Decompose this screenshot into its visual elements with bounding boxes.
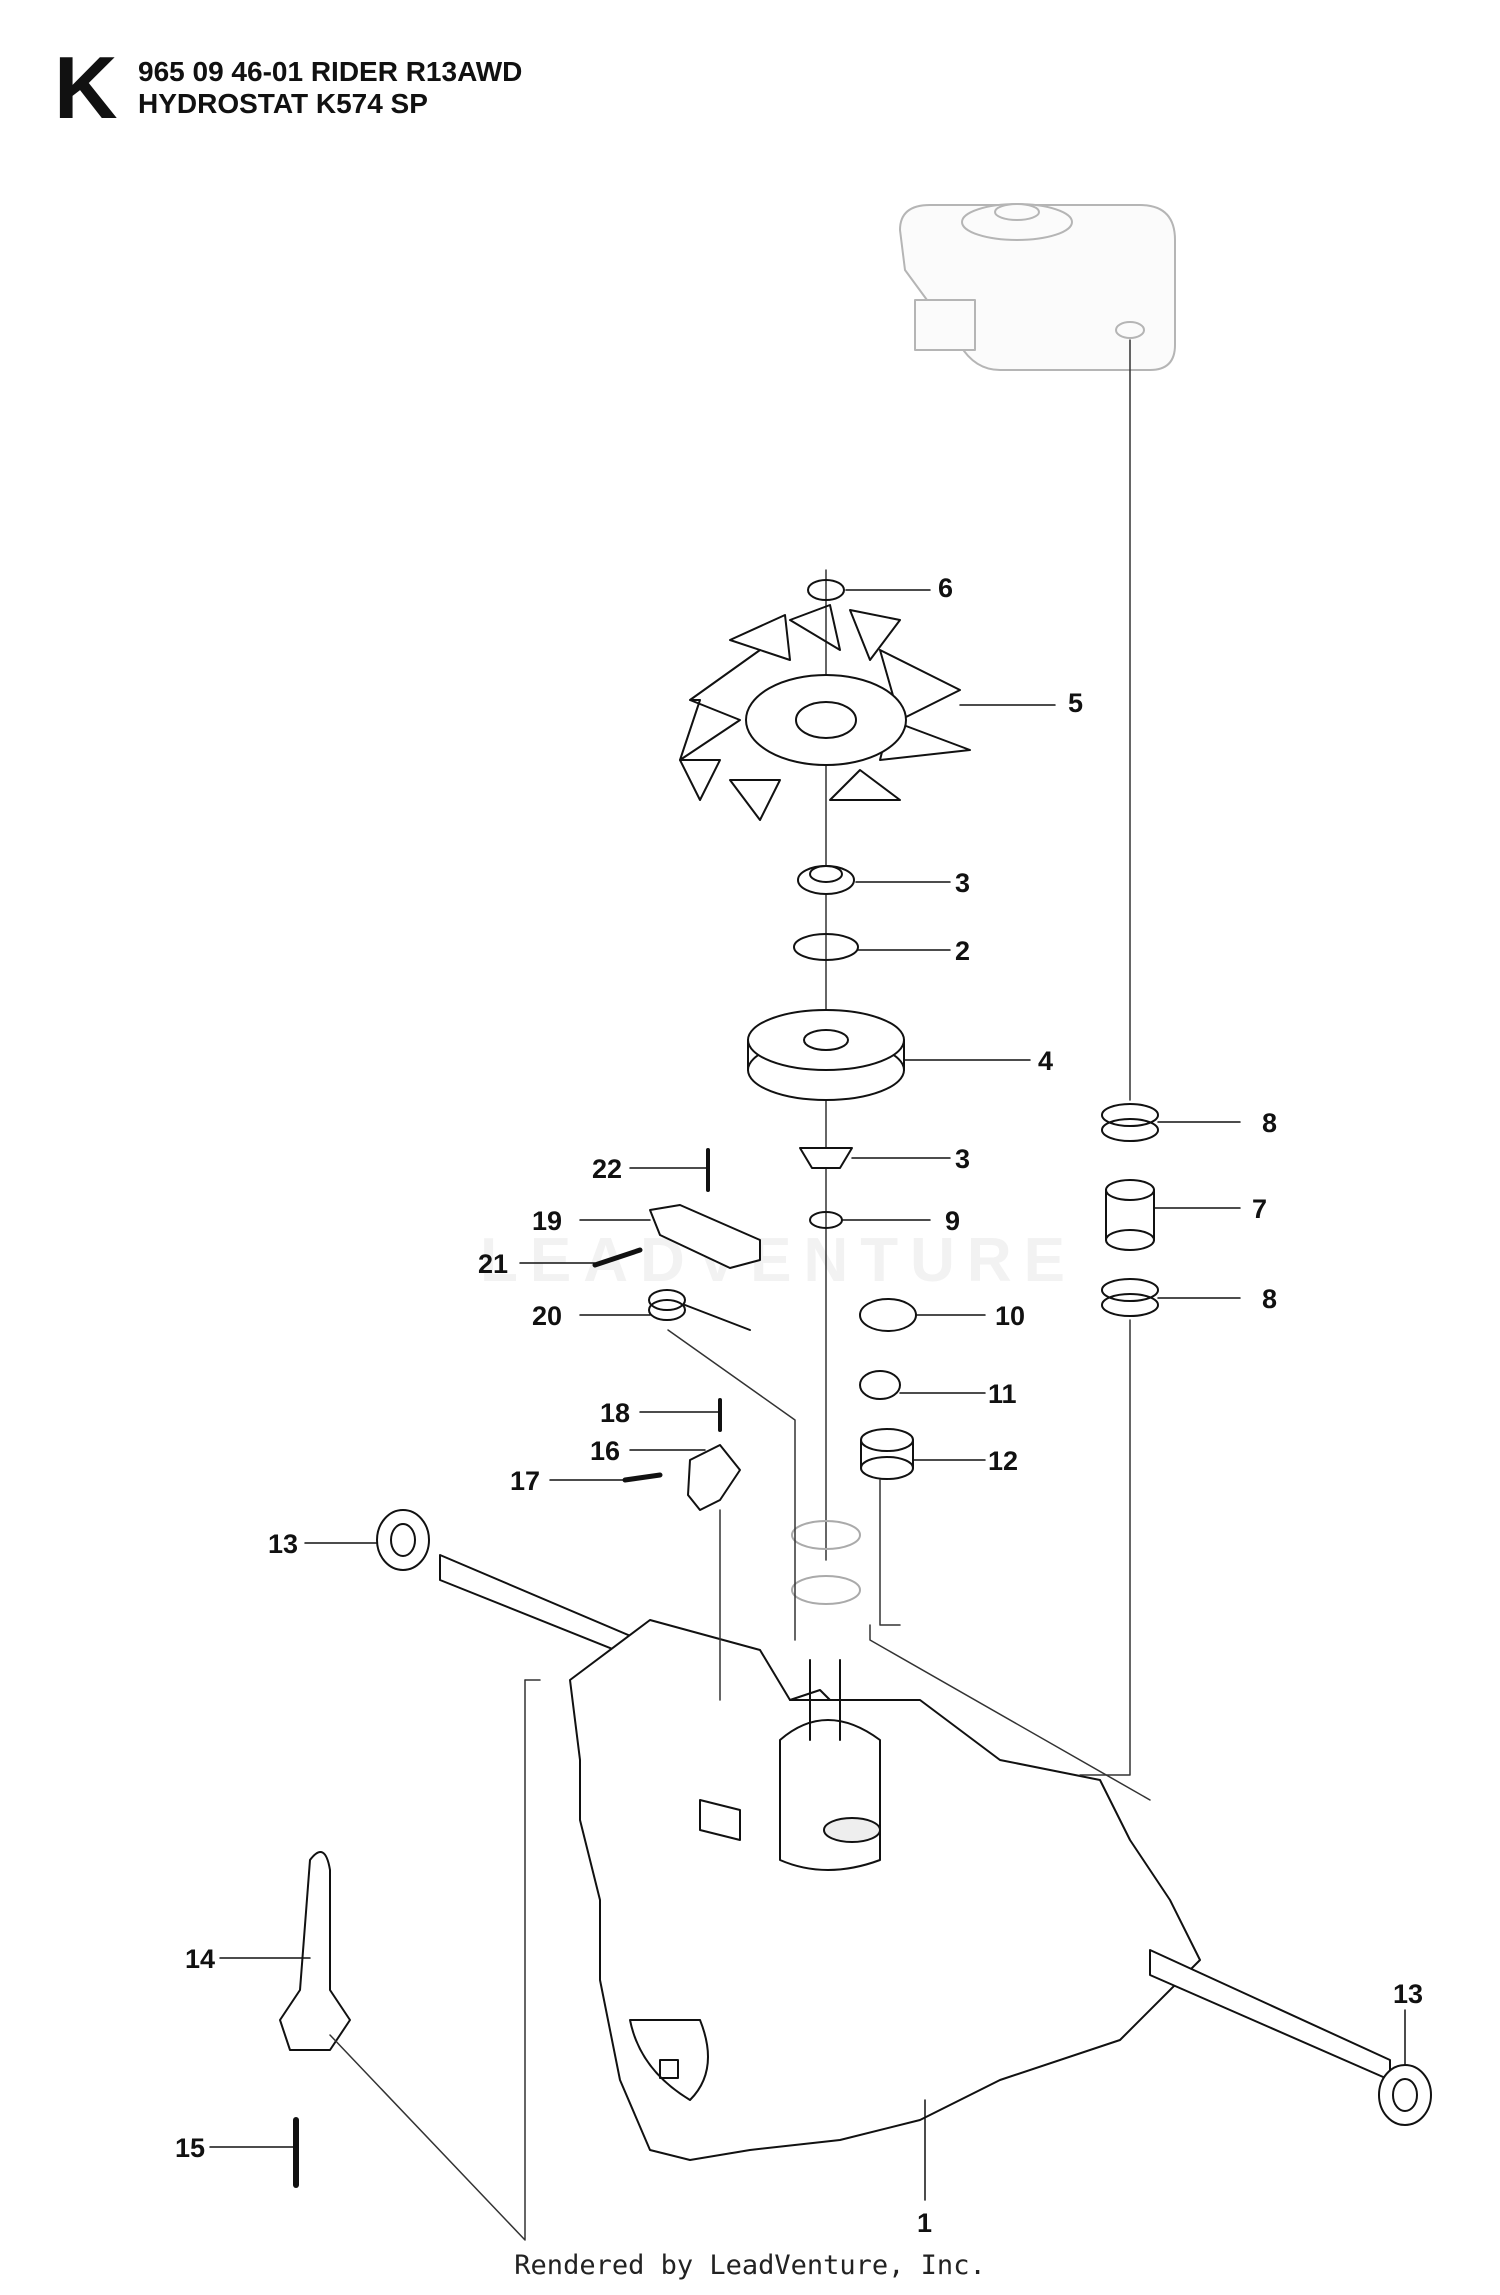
pulley-part — [747, 1009, 905, 1101]
pin-21-part — [592, 1247, 643, 1268]
callout-18: 18 — [600, 1398, 630, 1428]
callout-1: 1 — [917, 2208, 932, 2238]
nut-lower-part — [799, 1147, 853, 1169]
callout-8a: 8 — [1262, 1108, 1277, 1138]
callout-3b: 3 — [955, 1144, 970, 1174]
callout-15: 15 — [175, 2133, 205, 2163]
spring-part — [648, 1289, 751, 1331]
seal-left-part — [376, 1509, 430, 1571]
washer-part — [793, 933, 859, 961]
control-arm-part — [649, 1204, 761, 1269]
bushing-12-part — [860, 1428, 914, 1480]
callout-8b: 8 — [1262, 1284, 1277, 1314]
hose-clamp-lower-part — [1101, 1278, 1159, 1317]
footer-credit: Rendered by LeadVenture, Inc. — [514, 2250, 986, 2281]
callout-10: 10 — [995, 1301, 1025, 1331]
seal-right-part — [1378, 2064, 1432, 2126]
leader-lines — [209, 589, 1406, 2201]
model-line: 965 09 46-01 RIDER R13AWD — [138, 56, 523, 87]
lever-part — [279, 1851, 351, 2051]
reservoir-tank — [899, 203, 1176, 371]
callout-9: 9 — [945, 1206, 960, 1236]
callout-11: 11 — [988, 1379, 1017, 1409]
callout-5: 5 — [1068, 688, 1083, 718]
callout-16: 16 — [590, 1436, 620, 1466]
pin-17-part — [622, 1472, 663, 1483]
callout-3a: 3 — [955, 868, 970, 898]
disc-part — [859, 1370, 901, 1400]
cap-part — [859, 1298, 917, 1332]
watermark-text: LEADVENTURE — [480, 1226, 1078, 1295]
right-axle — [1149, 1949, 1391, 2081]
callout-7: 7 — [1252, 1194, 1267, 1224]
callout-22: 22 — [592, 1154, 622, 1184]
section-letter: K — [54, 38, 118, 137]
callout-20: 20 — [532, 1301, 562, 1331]
hose-axis-lower — [1079, 1319, 1131, 1776]
callout-6: 6 — [938, 573, 953, 603]
hose-part — [1105, 1179, 1155, 1251]
callout-19: 19 — [532, 1206, 562, 1236]
cooling-fan-part — [679, 604, 971, 821]
bearing-lower — [791, 1575, 861, 1605]
snap-ring-part — [807, 579, 845, 601]
transaxle-housing-part — [569, 1619, 1201, 2161]
hose-clamp-upper-part — [1101, 1103, 1159, 1142]
callout-labels: 6 5 3 2 4 3 9 22 19 21 20 10 11 12 18 16… — [175, 573, 1423, 2238]
callout-14: 14 — [185, 1944, 215, 1974]
assembly-guide-lines — [329, 1329, 1151, 2241]
arm-16-part — [687, 1444, 741, 1511]
callout-17: 17 — [510, 1466, 540, 1496]
callout-21: 21 — [478, 1249, 508, 1279]
callout-12: 12 — [988, 1446, 1018, 1476]
callout-4: 4 — [1038, 1046, 1053, 1076]
left-axle — [439, 1554, 641, 1661]
assembly-line: HYDROSTAT K574 SP — [138, 88, 428, 119]
callout-13a: 13 — [268, 1529, 298, 1559]
nut-upper-part — [797, 865, 855, 895]
callout-13b: 13 — [1393, 1979, 1423, 2009]
callout-2: 2 — [955, 936, 970, 966]
bearing-upper — [791, 1520, 861, 1550]
